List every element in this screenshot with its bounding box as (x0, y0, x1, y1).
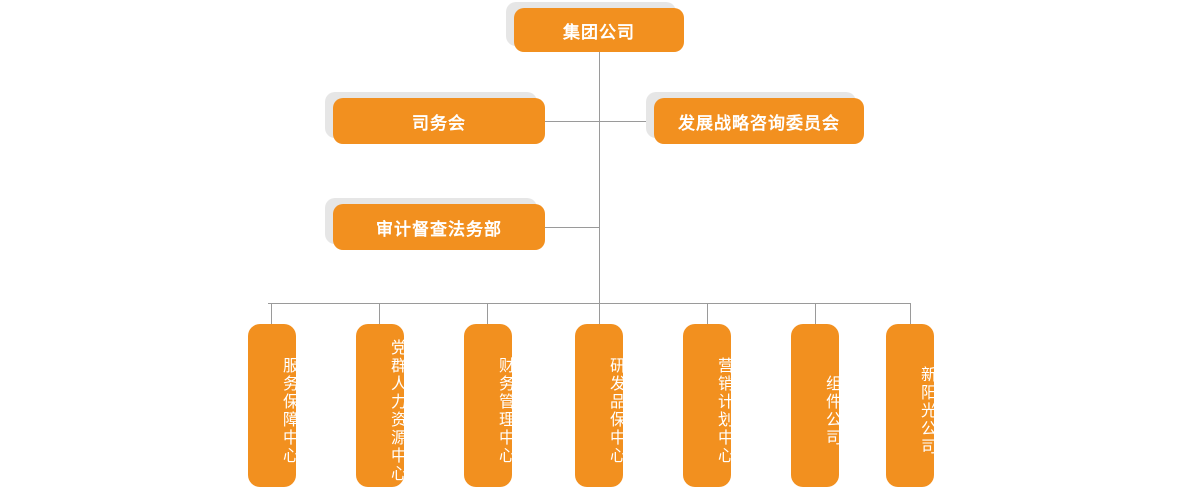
node-affairs-council[interactable]: 司务会 (333, 98, 545, 144)
node-audit-supervision-legal-dept[interactable]: 审计督查法务部 (333, 204, 545, 250)
node-label: 组件公司 (823, 374, 840, 447)
connector-drop-2 (379, 303, 380, 325)
node-dev-strategy-advisory-committee[interactable]: 发展战略咨询委员会 (654, 98, 864, 144)
connector-drop-7 (910, 303, 911, 325)
node-label: 审计督查法务部 (376, 219, 502, 239)
connector-drop-1 (271, 303, 272, 325)
node-label: 发展战略咨询委员会 (678, 113, 840, 133)
connector-drop-4 (599, 303, 600, 325)
connector-drop-3 (487, 303, 488, 325)
node-new-sunshine-company[interactable]: 新阳光公司 (886, 324, 935, 487)
node-label: 司务会 (412, 113, 466, 133)
node-marketing-planning-center[interactable]: 营销计划中心 (683, 324, 732, 487)
connector-level3-horizontal (545, 227, 600, 228)
node-label: 营销计划中心 (715, 356, 732, 465)
node-finance-management-center[interactable]: 财务管理中心 (464, 324, 513, 487)
node-label: 集团公司 (563, 22, 635, 42)
node-service-support-center[interactable]: 服务保障中心 (248, 324, 297, 487)
connector-drop-6 (815, 303, 816, 325)
node-group-company[interactable]: 集团公司 (514, 8, 684, 52)
node-rd-quality-center[interactable]: 研发品保中心 (575, 324, 624, 487)
node-module-company[interactable]: 组件公司 (791, 324, 840, 487)
node-party-hr-center[interactable]: 党群人力资源中心 (356, 324, 405, 487)
node-label: 党群人力资源中心 (388, 338, 405, 483)
node-label: 新阳光公司 (918, 365, 935, 456)
connector-level2-horizontal (545, 121, 655, 122)
node-label: 服务保障中心 (280, 356, 297, 465)
node-label: 财务管理中心 (496, 356, 513, 465)
connector-bottom-bus (268, 303, 911, 304)
connector-trunk-vertical (599, 48, 600, 304)
connector-drop-5 (707, 303, 708, 325)
node-label: 研发品保中心 (607, 356, 624, 465)
